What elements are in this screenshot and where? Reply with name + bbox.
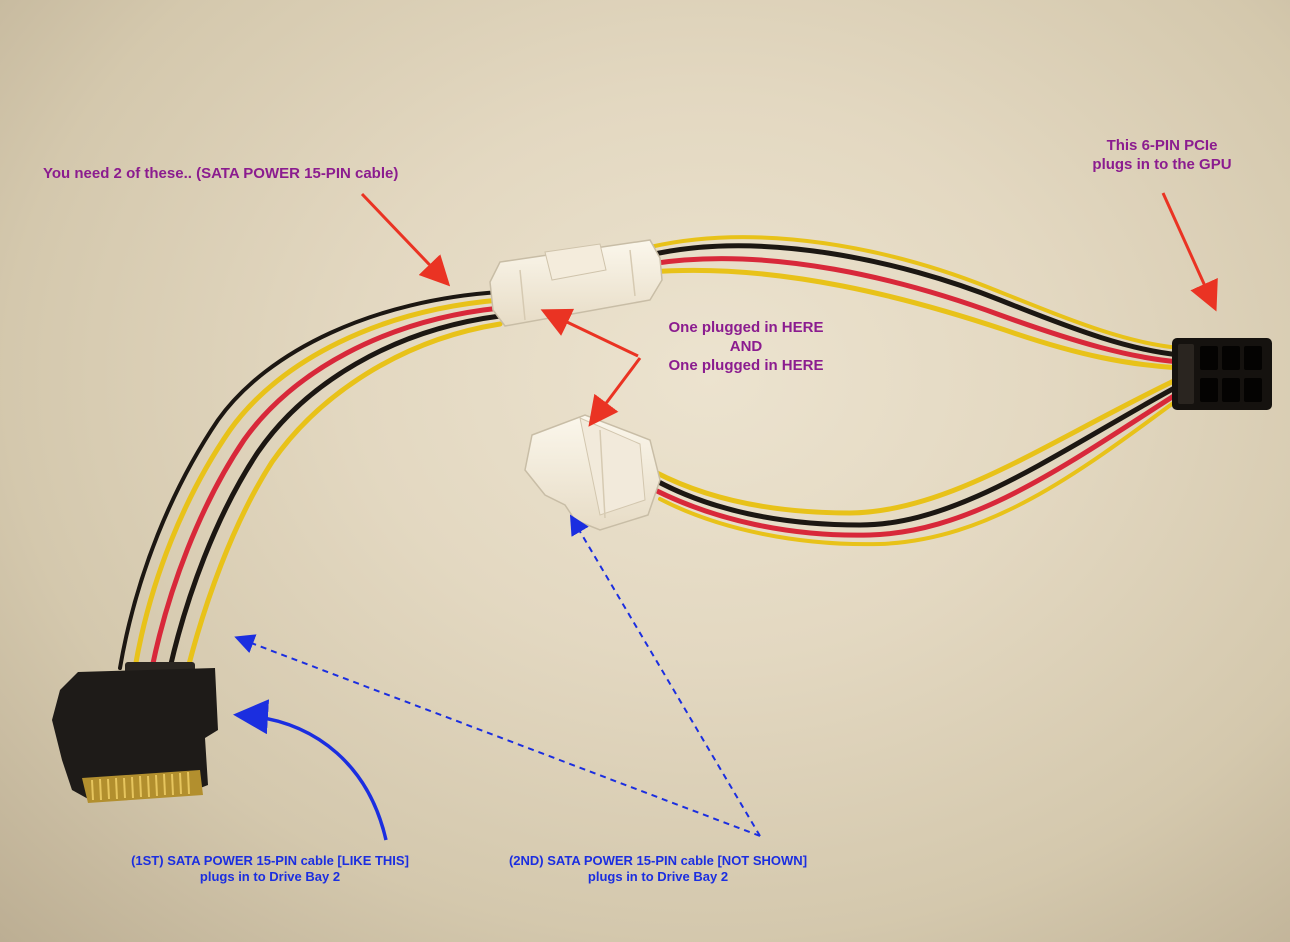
- sata-power-connector: [52, 662, 218, 803]
- label-molex-here: One plugged in HERE AND One plugged in H…: [668, 319, 824, 374]
- arrow-here-upper: [540, 308, 639, 358]
- pcie-6pin-connector: [1172, 338, 1272, 410]
- label-first-sata: (1ST) SATA POWER 15-PIN cable [LIKE THIS…: [131, 853, 409, 885]
- arrow-to-molex-upper: [360, 192, 451, 287]
- label-sata-need-two: You need 2 of these.. (SATA POWER 15-PIN…: [43, 165, 399, 182]
- arrow-to-pcie: [1161, 192, 1218, 312]
- sata-wire-bundle: [118, 290, 503, 671]
- arrow-to-sata-curved: [233, 699, 388, 841]
- arrow-dashed-to-sata: [234, 634, 761, 837]
- molex-connector-upper: [489, 239, 663, 327]
- arrow-dashed-to-molex-lower: [569, 514, 761, 837]
- label-second-sata: (2ND) SATA POWER 15-PIN cable [NOT SHOWN…: [508, 853, 808, 885]
- upper-wire-bundle: [647, 235, 1183, 371]
- label-pcie: This 6-PIN PCIe plugs in to the GPU: [1092, 137, 1232, 173]
- molex-connector-lower: [524, 414, 661, 531]
- lower-wire-bundle: [652, 375, 1183, 547]
- arrow-here-lower: [588, 357, 642, 427]
